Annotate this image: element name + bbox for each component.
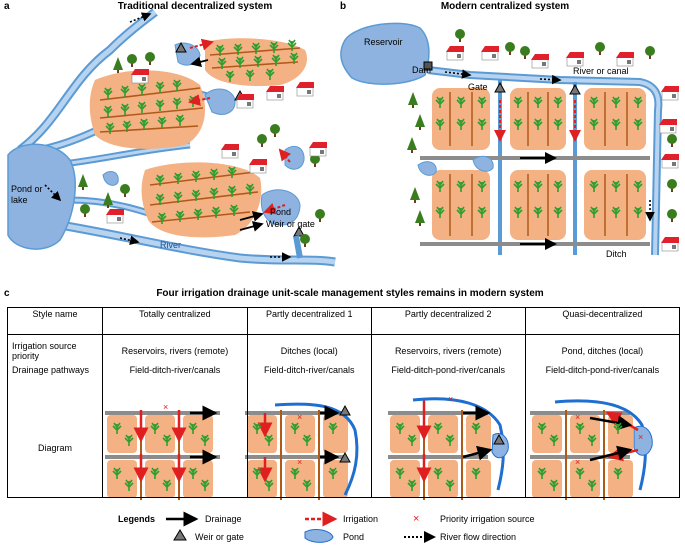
style-source-2: Ditches (local) (280, 346, 338, 356)
panel-b-title: Modern centralized system (440, 1, 570, 12)
weir-triangle-icon (173, 529, 187, 541)
style-drainage-3: Field-ditch-pond-river/canals (391, 365, 505, 375)
ditch-label: Ditch (606, 249, 627, 259)
row-labels-cell: Irrigation source priority Drainage path… (7, 334, 103, 498)
drainage-label: Drainage pathways (12, 365, 90, 375)
river-canal-label: River or canal (573, 66, 629, 76)
panel-a-diagram (7, 8, 336, 267)
field-a3 (141, 162, 262, 238)
source-label-2: priority (12, 351, 40, 361)
panel-a-letter: a (4, 1, 10, 12)
style-name-1: Totally centralized (102, 307, 248, 335)
reservoir (340, 22, 430, 85)
style-source-4: Pond, ditches (local) (561, 346, 644, 356)
style-cell-1: Reservoirs, rivers (remote) Field-ditch-… (102, 334, 248, 498)
pond-or-lake-label-1: Pond or (11, 184, 43, 194)
table-header-row: Style name Totally centralized Partly de… (7, 307, 681, 335)
source-label-1: Irrigation source (12, 341, 77, 351)
panel-c-letter: c (4, 288, 10, 299)
gate-label: Gate (468, 82, 488, 92)
style-source-1: Reservoirs, rivers (remote) (121, 346, 229, 356)
pond-a (260, 189, 301, 226)
dam-icon (423, 61, 433, 71)
table-body-row: Irrigation source priority Drainage path… (7, 334, 681, 498)
river-label: River (160, 240, 182, 250)
pond-or-lake-label-2: lake (11, 195, 28, 205)
legend-weir: Weir or gate (195, 532, 244, 542)
reservoir-label: Reservoir (364, 37, 403, 47)
panel-a-title: Traditional decentralized system (117, 1, 273, 12)
legend-priority: Priority irrigation source (440, 514, 535, 524)
panel-b-diagram (340, 22, 680, 256)
legend-pond: Pond (343, 532, 365, 542)
field-a1 (89, 70, 205, 149)
legend-irrigation: Irrigation (343, 514, 379, 524)
style-name-2: Partly decentralized 1 (246, 307, 372, 335)
panel-b-letter: b (340, 1, 347, 12)
style-cell-4: Pond, ditches (local) Field-ditch-pond-r… (524, 334, 681, 498)
weir-label: Weir or gate (266, 219, 315, 229)
style-name-header: Style name (7, 307, 103, 335)
priority-x-icon: × (413, 513, 419, 525)
pond-label: Pond (270, 207, 292, 217)
pond-icon (304, 529, 334, 543)
legend-title: Legends (118, 514, 156, 524)
dam-label: Dam (412, 65, 432, 75)
diagram-label: Diagram (38, 443, 73, 453)
style-name-3: Partly decentralized 2 (370, 307, 526, 335)
legend-river-flow: River flow direction (440, 532, 517, 542)
legend-icons: × (166, 511, 436, 543)
style-source-3: Reservoirs, rivers (remote) (394, 346, 502, 356)
management-styles-table: Style name Totally centralized Partly de… (7, 307, 681, 498)
legend-drainage: Drainage (205, 514, 242, 524)
lake (7, 143, 76, 250)
style-drainage-2: Field-ditch-river/canals (263, 365, 355, 375)
panel-c-title: Four irrigation drainage unit-scale mana… (156, 288, 544, 299)
style-cell-3: Reservoirs, rivers (remote) Field-ditch-… (370, 334, 526, 498)
style-drainage-4: Field-ditch-pond-river/canals (545, 365, 660, 375)
style-name-4: Quasi-decentralized (524, 307, 681, 335)
style-cell-2: Ditches (local) Field-ditch-river/canals (246, 334, 372, 498)
style-drainage-1: Field-ditch-river/canals (129, 365, 221, 375)
